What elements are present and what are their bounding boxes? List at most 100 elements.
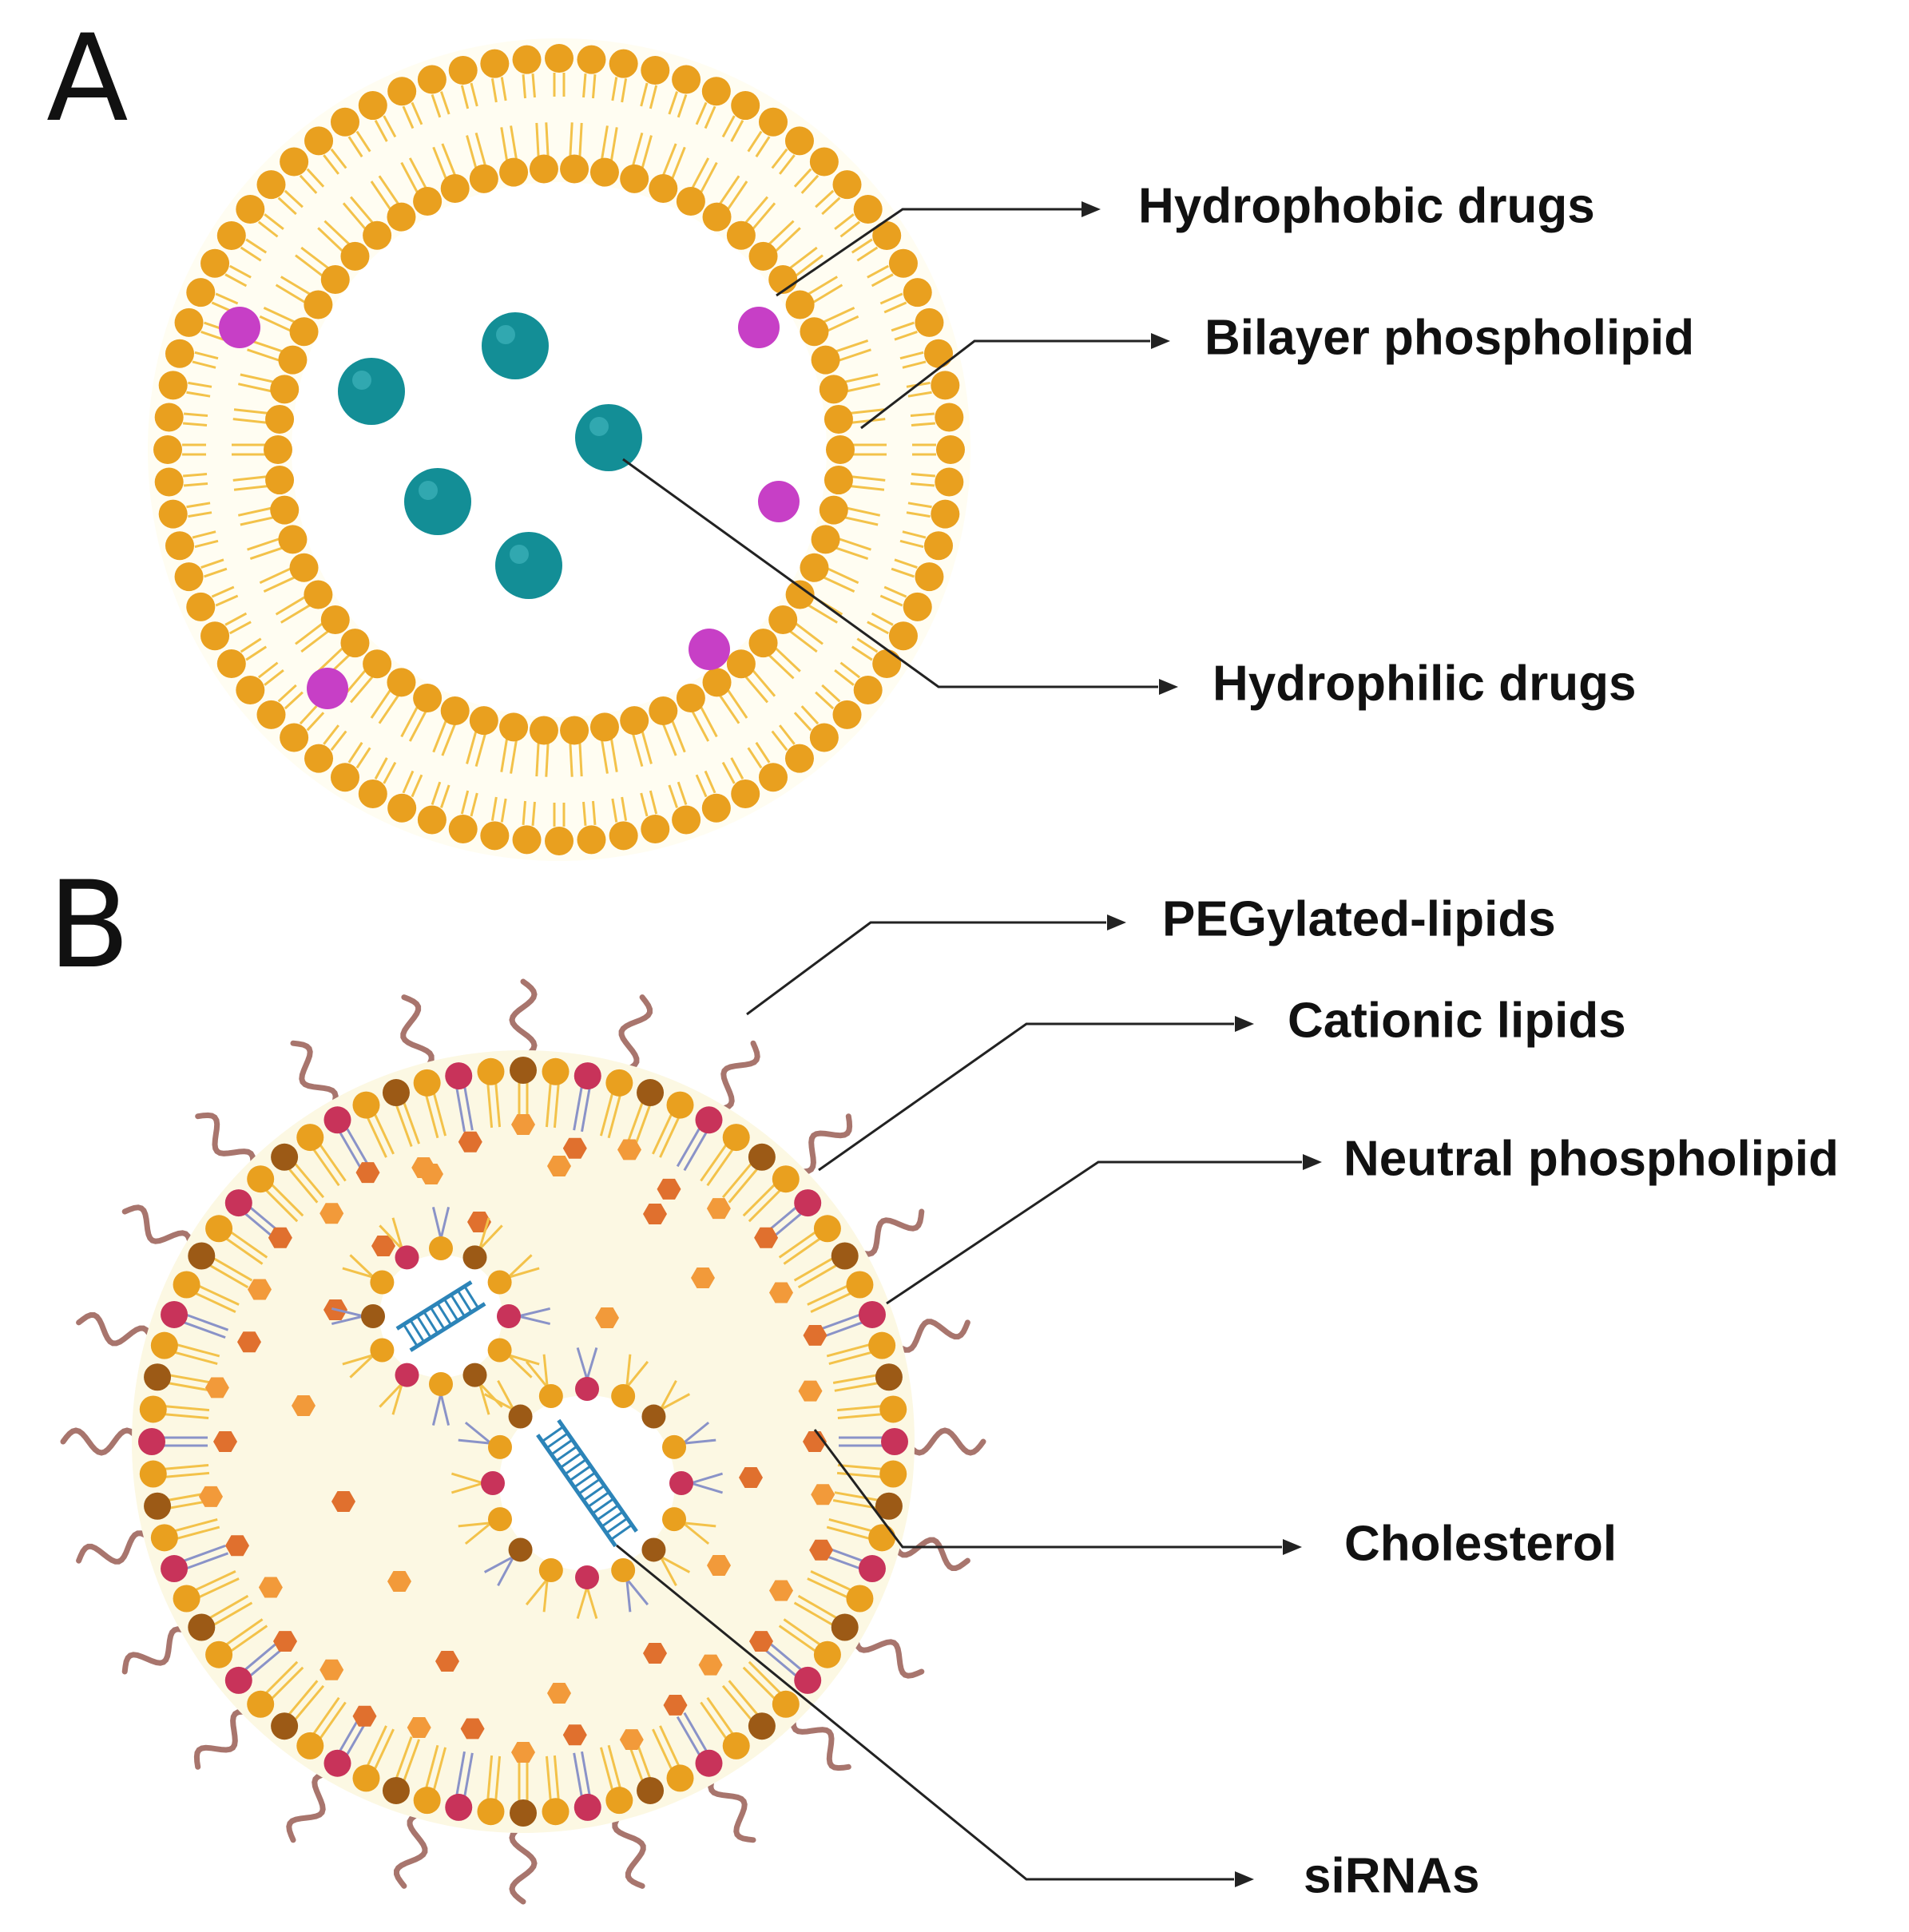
micelle-tail <box>464 1421 492 1445</box>
lipid-tail <box>899 351 924 360</box>
lipid-tail <box>403 1101 421 1145</box>
outer-lipid-head <box>888 248 918 278</box>
cholesterol <box>371 1236 395 1256</box>
micelle-tail <box>576 1586 589 1620</box>
peg-chains <box>60 978 986 1905</box>
lipid-tail <box>773 645 801 672</box>
outer-lipid-head <box>545 827 573 855</box>
lipid-tail <box>174 1351 218 1366</box>
lipid-tail <box>441 143 457 178</box>
lipid-tail <box>232 475 269 482</box>
leader-hydrophilic <box>622 458 1158 688</box>
outer-lipid-head <box>352 1091 380 1119</box>
micelle-tail <box>682 1438 716 1445</box>
lipid-tail <box>277 196 297 216</box>
lipid-tail <box>766 653 795 680</box>
lipid-tail <box>833 545 869 561</box>
lipid-tail <box>725 687 748 719</box>
lipid-tail <box>834 1491 879 1502</box>
micelle-tail <box>525 1360 549 1388</box>
outer-lipid-head <box>545 44 573 73</box>
inner-lipid-head <box>529 716 558 745</box>
lipid-tail <box>591 73 597 99</box>
outer-lipid-head <box>448 815 478 844</box>
micelle-tail <box>625 1360 649 1388</box>
lipid-tail <box>188 381 212 388</box>
outer-lipid-head <box>936 435 965 464</box>
lipid-tail <box>839 661 861 679</box>
outer-lipid-head <box>510 1057 537 1084</box>
outer-lipid-head <box>417 805 446 835</box>
lipid-tail <box>793 1601 833 1626</box>
lipid-tail <box>183 482 208 487</box>
inner-lipid-head <box>824 404 853 434</box>
micelle-head <box>611 1383 636 1408</box>
outer-lipid-head <box>868 1331 896 1359</box>
micelle-tail <box>507 1354 540 1366</box>
inner-lipid-head <box>278 345 308 375</box>
label-hydrophobic-drugs: Hydrophobic drugs <box>1138 178 1595 233</box>
leader-bilayer <box>860 339 1150 430</box>
peg-chain <box>76 1530 156 1565</box>
outer-lipid-head <box>330 763 359 792</box>
outer-lipid-head <box>165 531 194 561</box>
inner-lipid-head <box>413 683 443 712</box>
lipid-tail <box>821 196 841 216</box>
lipid-tail <box>194 539 219 549</box>
sirna-strand <box>536 1434 617 1548</box>
lipid-tail <box>259 566 293 585</box>
outer-lipid-head <box>784 744 814 773</box>
micelle-tail <box>625 1578 649 1606</box>
lipid-tail <box>373 1113 395 1155</box>
lipid-tail <box>761 1646 797 1677</box>
outer-lipid-head <box>216 649 246 679</box>
lipid-tail <box>233 484 270 491</box>
micelle-tail <box>585 1586 598 1620</box>
lipid-tail <box>169 1374 214 1384</box>
micelle-head <box>538 1383 563 1408</box>
cholesterol <box>562 1724 587 1746</box>
lipid-tail <box>411 101 423 125</box>
inner-lipid-head <box>499 157 529 187</box>
lipid-tail <box>755 741 771 764</box>
lipid-tail <box>659 1117 681 1158</box>
inverted-micelles <box>331 1206 724 1620</box>
lipid-tail <box>750 202 776 232</box>
outer-lipid-head <box>935 467 964 497</box>
lipid-tail <box>839 220 861 238</box>
outer-lipid-head <box>139 1395 167 1423</box>
lipid-tail <box>383 115 397 138</box>
micelle-tail <box>379 1224 403 1251</box>
lipid-tail <box>522 73 527 99</box>
arrowhead-bilayer <box>1151 333 1170 349</box>
lipid-tail <box>265 1189 299 1223</box>
inner-lipid-head <box>264 435 292 464</box>
lipid-tail <box>607 1744 621 1788</box>
lipid-tail <box>721 761 736 784</box>
lipid-tail <box>265 1660 299 1694</box>
lipid-tail <box>195 1570 236 1592</box>
outer-lipid-head <box>173 1271 200 1299</box>
cholesterol <box>419 1164 443 1184</box>
cholesterol <box>204 1377 229 1398</box>
lipid-tail <box>366 1725 387 1767</box>
outer-lipid-head <box>200 248 230 278</box>
lipid-tail <box>750 668 776 697</box>
lipid-tail <box>670 146 686 181</box>
inner-lipid-head <box>811 345 840 375</box>
inner-lipid-head <box>649 174 678 204</box>
lipid-tail <box>815 691 835 710</box>
outer-lipid-head <box>200 621 230 651</box>
inner-lipid-head <box>363 649 392 679</box>
lipid-tail <box>851 238 873 254</box>
lipid-tail <box>215 594 239 607</box>
drug-highlight <box>589 417 609 436</box>
lipid-tail <box>609 127 618 164</box>
peg-chain <box>193 1708 256 1770</box>
outer-lipid-head <box>256 700 286 729</box>
lipid-tail <box>263 307 297 324</box>
lipid-tail <box>910 412 935 418</box>
lipid-tail <box>581 1088 591 1133</box>
sirna-rung <box>403 1323 419 1347</box>
cholesterol <box>769 1282 793 1303</box>
